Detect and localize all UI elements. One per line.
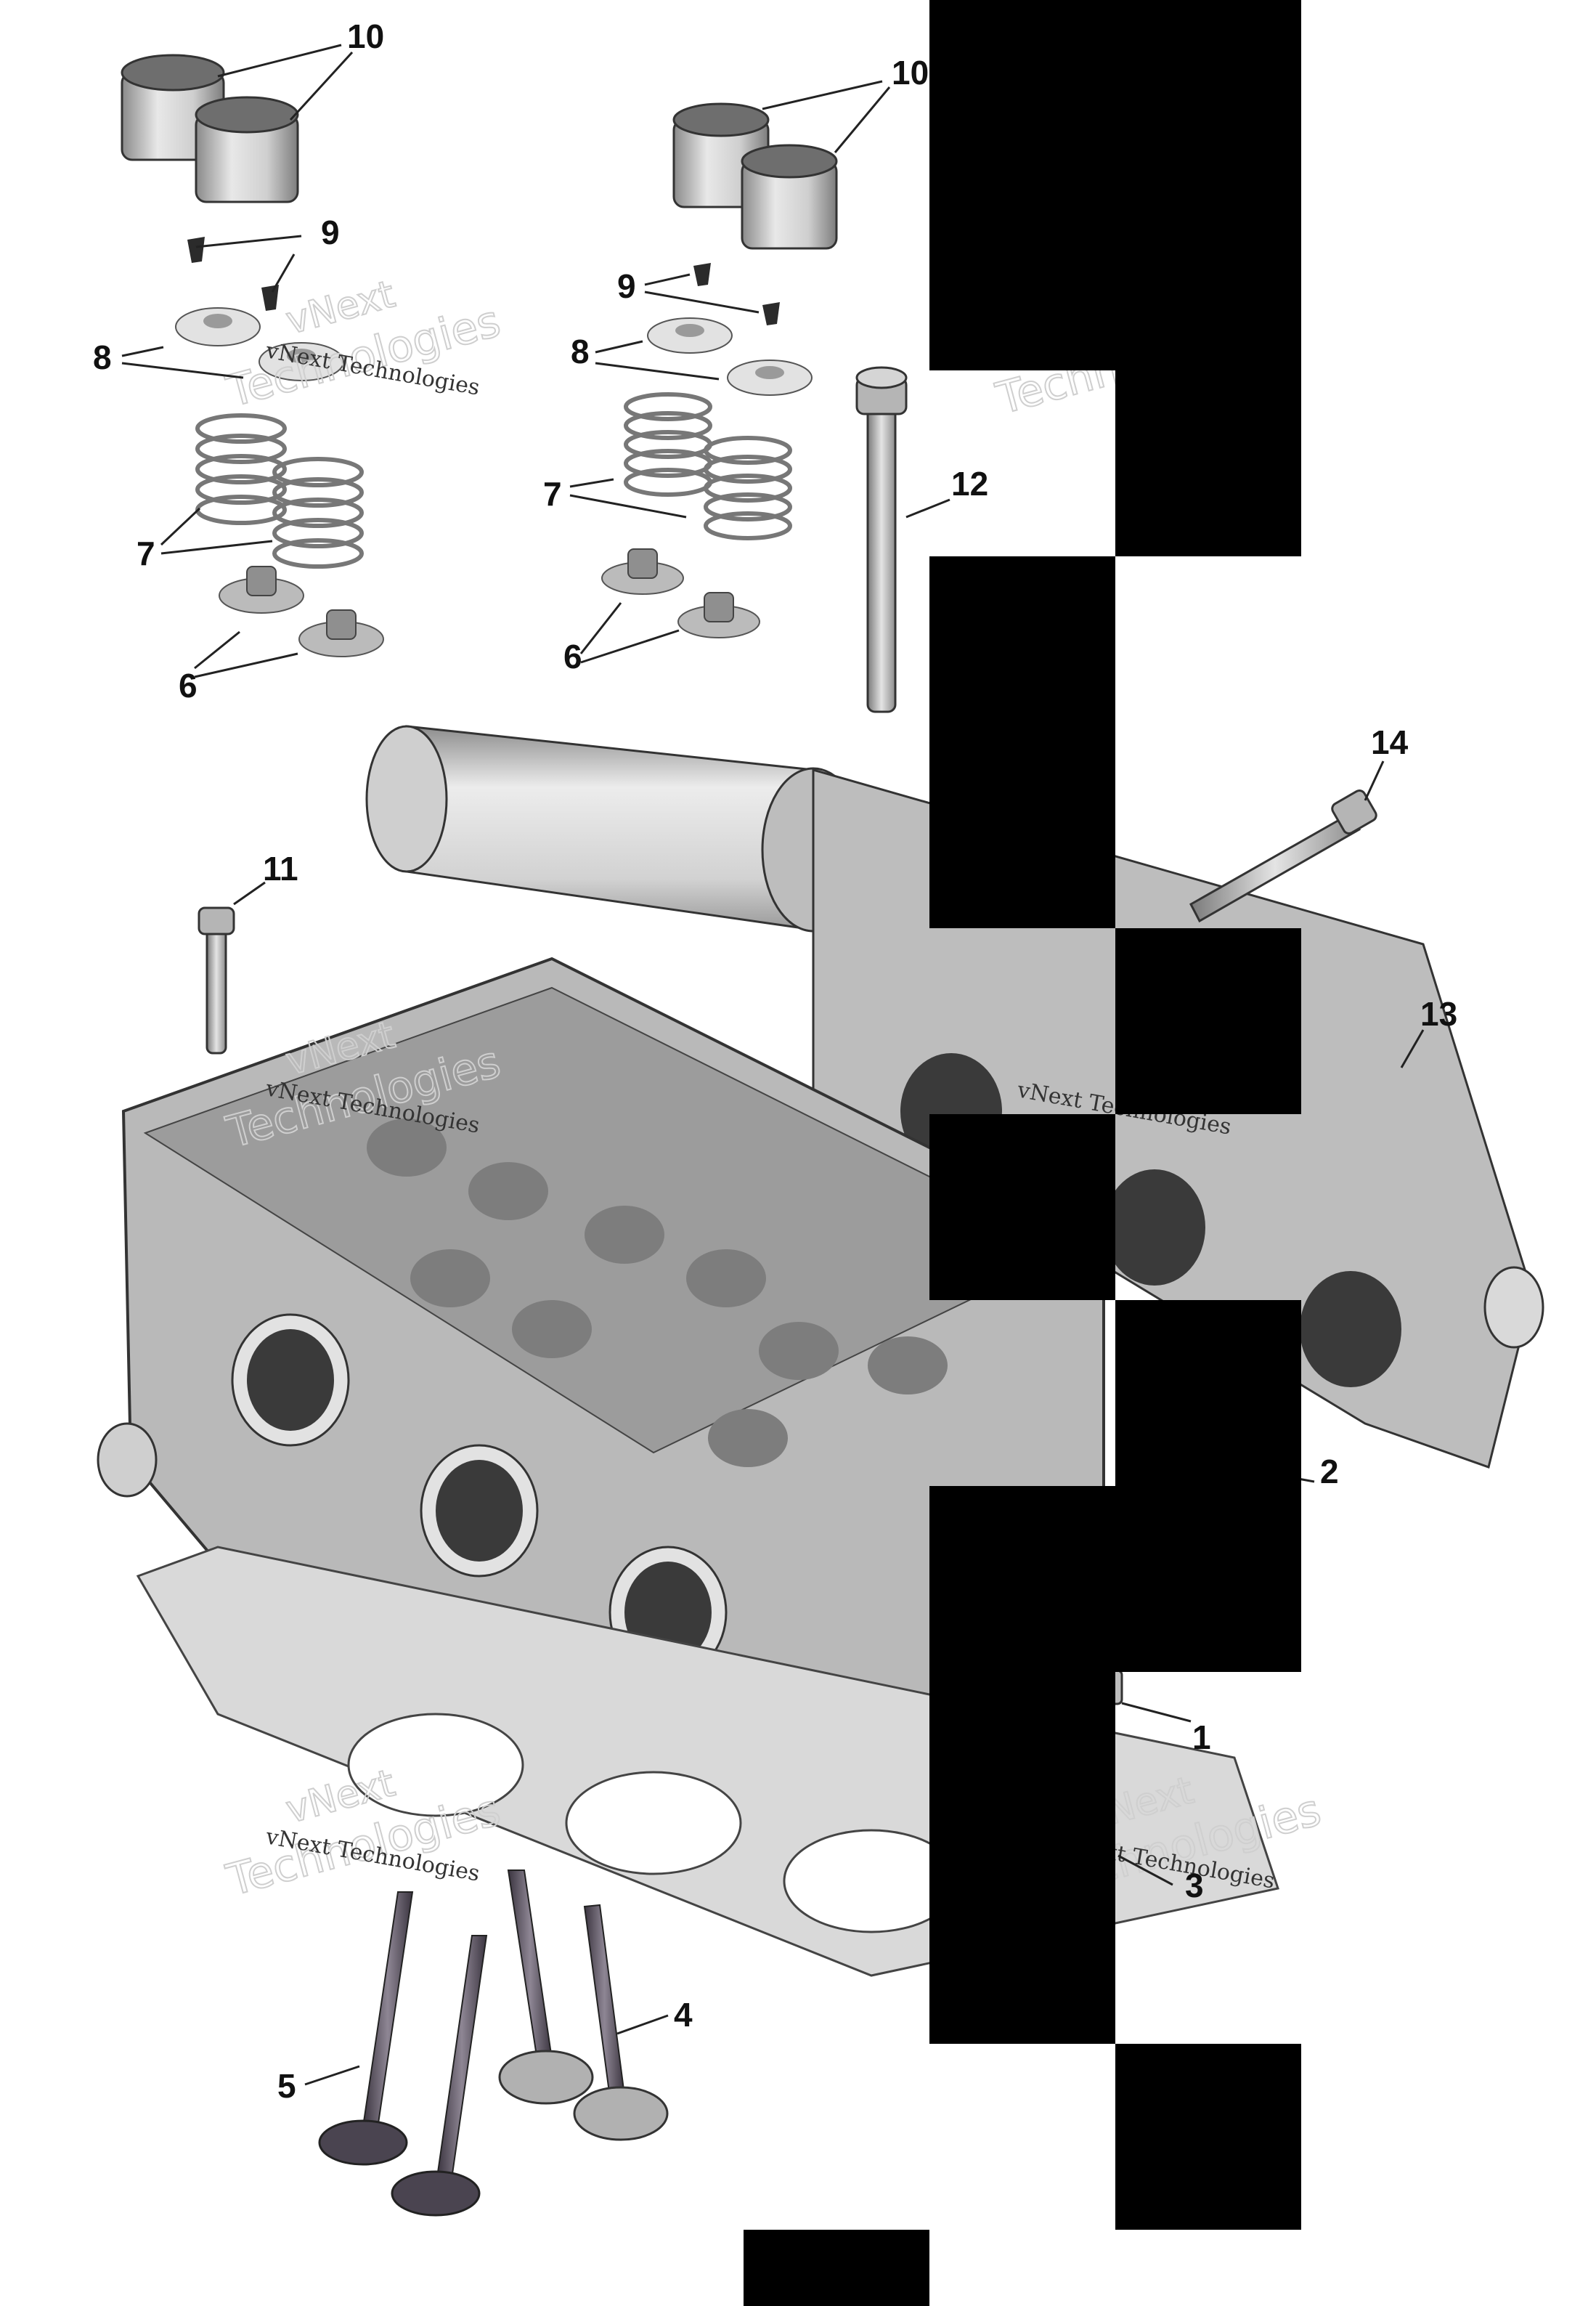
callout-10a: 10 bbox=[347, 17, 384, 55]
exhaust-valve-5 bbox=[318, 1891, 488, 2217]
valve-tappet-10-left bbox=[121, 54, 299, 203]
bolt-11 bbox=[198, 906, 235, 1055]
redaction-blocks bbox=[744, 0, 1301, 2306]
callout-12: 12 bbox=[951, 465, 988, 503]
callout-7a: 7 bbox=[137, 535, 155, 572]
callout-14: 14 bbox=[1371, 723, 1409, 761]
valve-spring-7-left bbox=[195, 413, 364, 569]
intake-valve-4 bbox=[498, 1869, 669, 2141]
callout-6b: 6 bbox=[563, 638, 582, 675]
valve-stem-seal-6-right bbox=[601, 548, 760, 638]
callout-8b: 8 bbox=[571, 333, 590, 370]
valve-stem-seal-6-left bbox=[219, 566, 384, 657]
valve-spring-7-right bbox=[624, 392, 792, 540]
callout-2: 2 bbox=[1320, 1453, 1339, 1490]
bolt-14 bbox=[1189, 789, 1377, 923]
callout-10b: 10 bbox=[892, 54, 929, 92]
callout-9a: 9 bbox=[321, 214, 340, 251]
valve-cotter-9-left bbox=[187, 237, 279, 311]
leader-lines bbox=[121, 44, 1425, 2086]
spring-retainer-8-right bbox=[647, 317, 813, 396]
callout-7b: 7 bbox=[543, 475, 562, 513]
callout-11: 11 bbox=[263, 850, 298, 888]
callout-5: 5 bbox=[277, 2067, 296, 2105]
callout-13: 13 bbox=[1420, 995, 1457, 1033]
camshaft-housing-13 bbox=[365, 725, 1544, 1469]
callout-3: 3 bbox=[1185, 1867, 1204, 1904]
head-bolt-12 bbox=[855, 366, 908, 713]
valve-cotter-9-right bbox=[693, 263, 780, 325]
callout-6a: 6 bbox=[179, 667, 198, 705]
spring-retainer-8-left bbox=[175, 307, 344, 381]
valve-tappet-10-right bbox=[672, 102, 838, 250]
callout-8a: 8 bbox=[93, 338, 112, 376]
callout-9b: 9 bbox=[617, 267, 636, 305]
callout-1: 1 bbox=[1192, 1718, 1211, 1756]
callout-4: 4 bbox=[674, 1996, 693, 2034]
